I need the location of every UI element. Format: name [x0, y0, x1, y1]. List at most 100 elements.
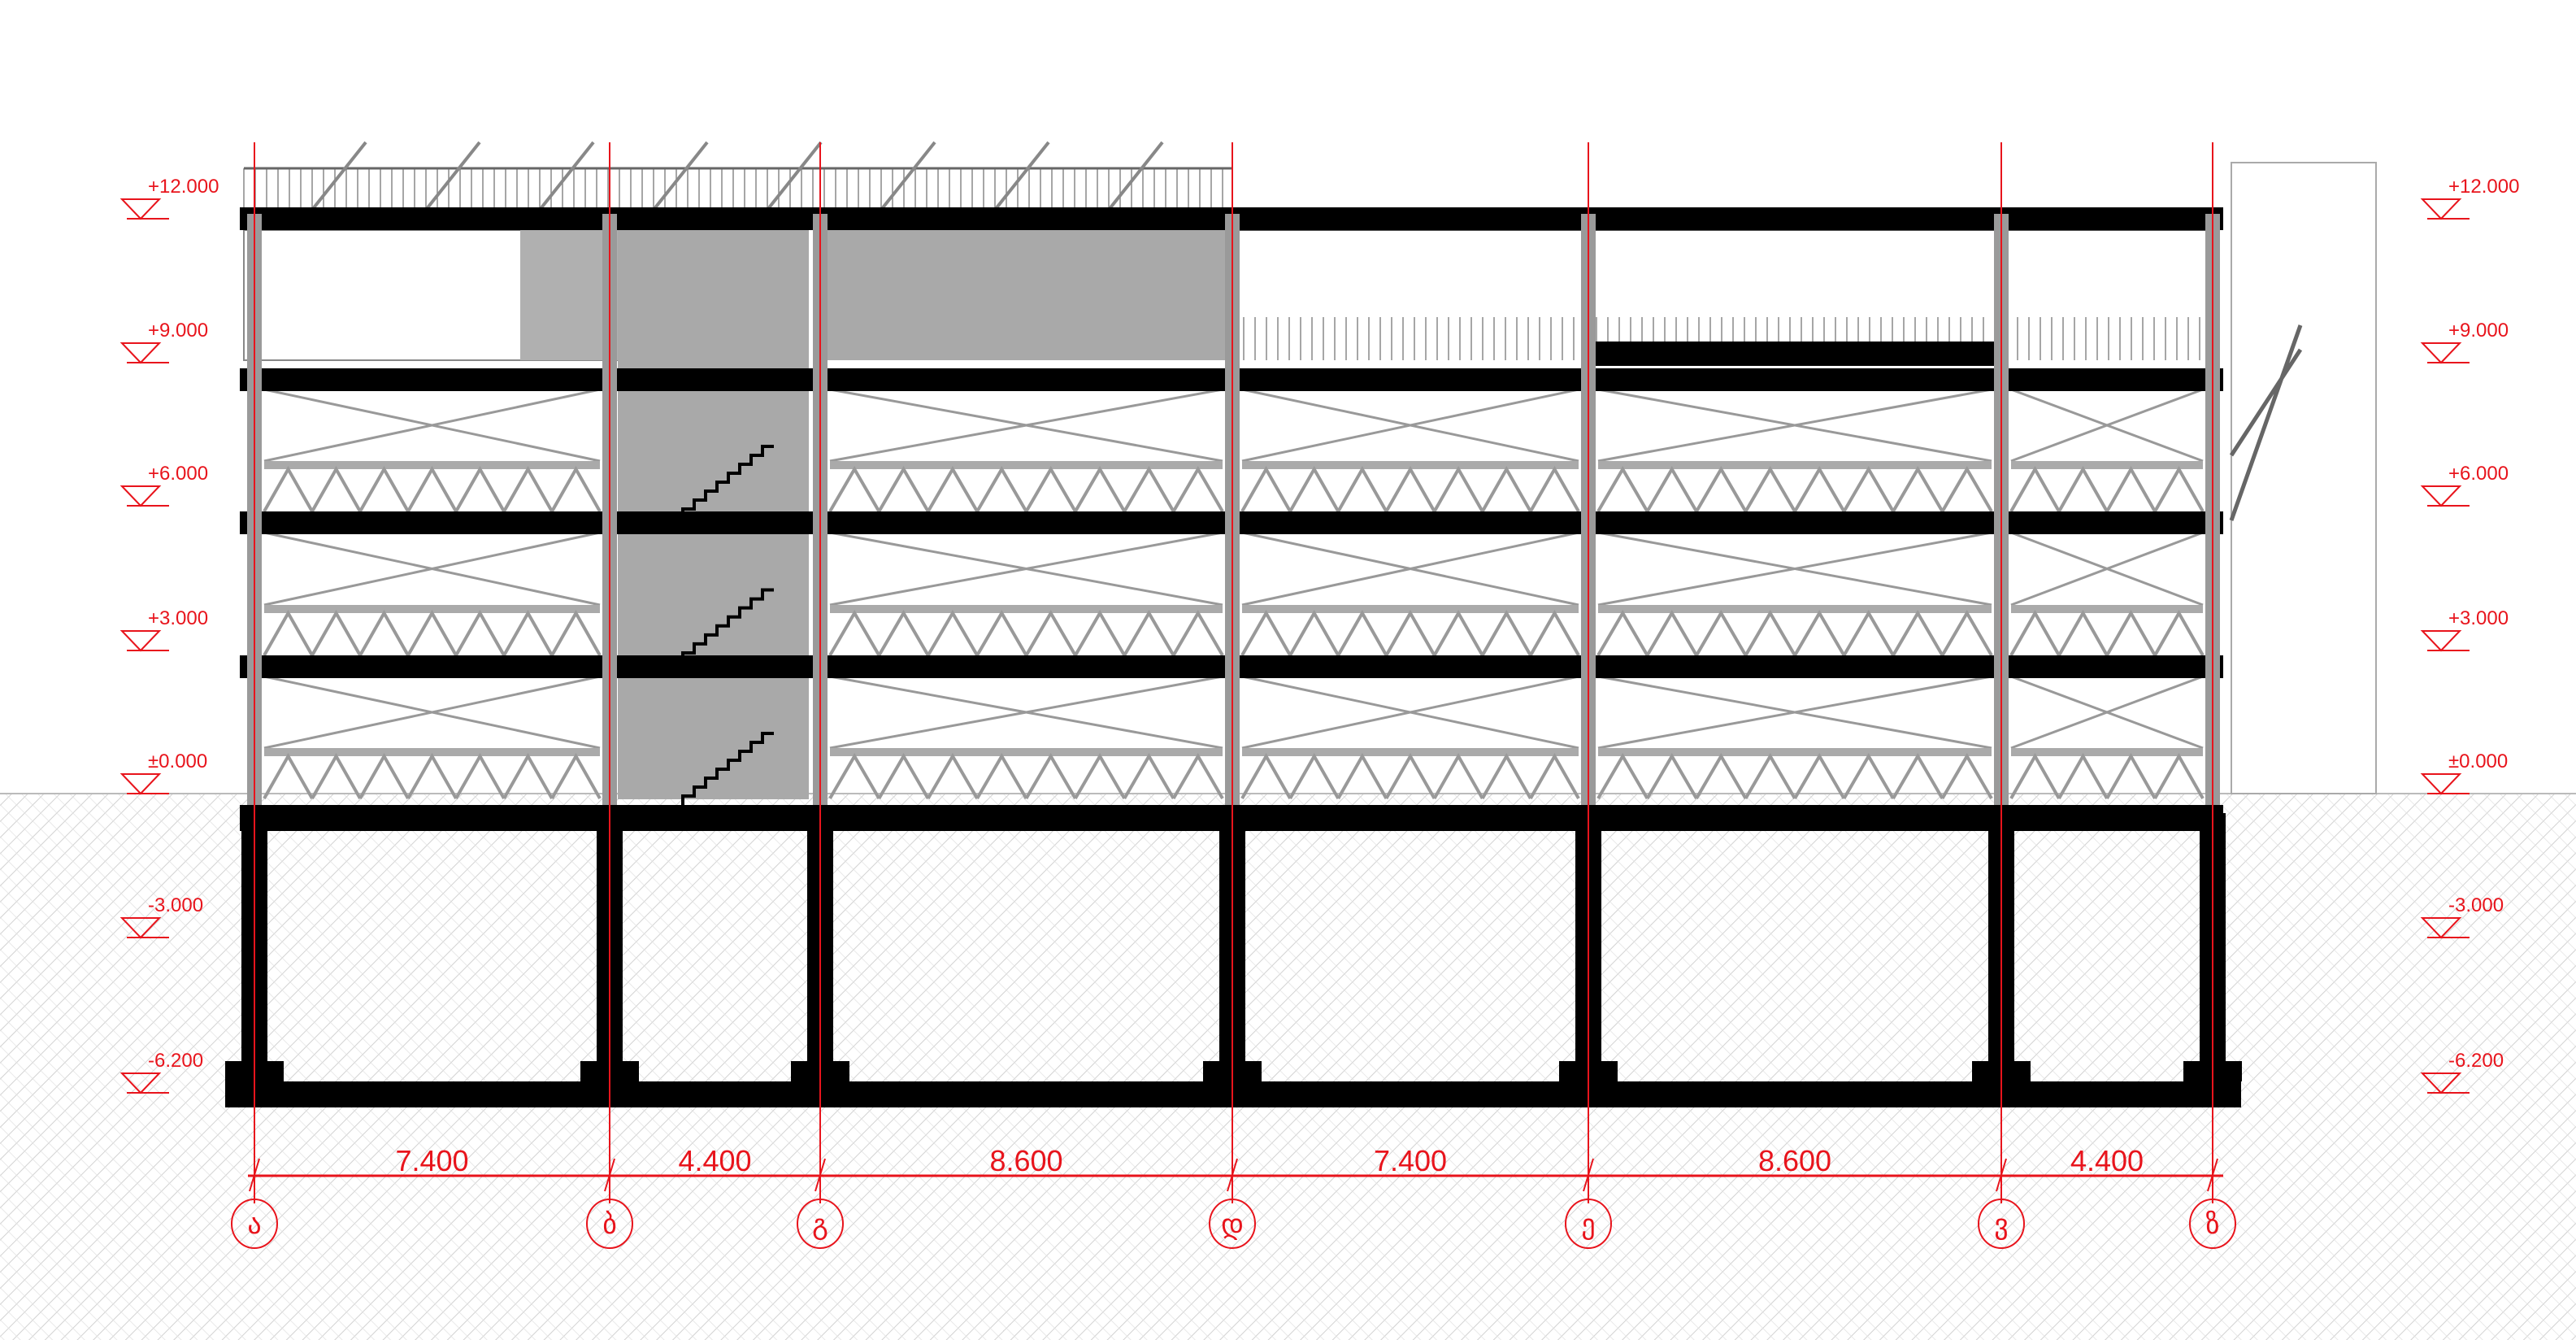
sunshade-strut: [1104, 141, 1164, 215]
truss-chord: [1242, 605, 1579, 613]
truss: [828, 753, 1224, 800]
level-label: +6.000: [148, 463, 208, 485]
truss: [828, 466, 1224, 513]
truss-chord: [830, 748, 1223, 756]
level-marker-icon: [2420, 198, 2470, 220]
sunshade-strut: [649, 141, 709, 215]
dimension-value: 7.400: [1374, 1144, 1447, 1177]
level-marker-icon: [2420, 917, 2470, 939]
brace: [1597, 531, 1992, 607]
brace: [829, 388, 1223, 463]
axis-bubble: [797, 1199, 844, 1249]
axis-label: გ: [812, 1208, 828, 1241]
level-label: +12.000: [2448, 176, 2519, 198]
brace: [2010, 531, 2204, 607]
level-marker-icon: [119, 485, 169, 507]
sunshade-strut: [421, 141, 481, 215]
brace: [1241, 531, 1579, 607]
level-marker-icon: [119, 630, 169, 652]
roof-terrace-slab: [1588, 342, 2001, 366]
brace: [263, 675, 601, 750]
level-label: +6.000: [2448, 463, 2509, 485]
level-label: -3.000: [148, 894, 203, 916]
truss: [828, 610, 1224, 657]
sunshade-strut: [535, 141, 595, 215]
truss: [2009, 752, 2205, 799]
level-marker-icon: [2420, 773, 2470, 795]
axis-label: ა: [247, 1208, 261, 1241]
truss: [263, 465, 602, 512]
level-marker-icon: [2420, 1072, 2470, 1094]
ground-hatch: [0, 793, 2576, 1340]
truss-chord: [2011, 605, 2203, 613]
level-label: -6.200: [148, 1050, 203, 1072]
truss-chord: [1598, 605, 1992, 613]
dimension-value: 8.600: [1758, 1144, 1831, 1177]
brace: [263, 388, 601, 463]
level-label: +3.000: [148, 607, 208, 629]
roof-wall: [520, 230, 618, 360]
truss: [263, 609, 602, 656]
level-marker-icon: [119, 342, 169, 364]
level-marker-icon: [2420, 342, 2470, 364]
truss: [2009, 465, 2205, 512]
level-label: ±0.000: [148, 750, 207, 772]
brace: [1597, 388, 1992, 463]
level-marker-icon: [119, 917, 169, 939]
truss-chord: [264, 605, 600, 613]
level-label: -3.000: [2448, 894, 2504, 916]
brace: [829, 675, 1223, 750]
stair-flight: [681, 732, 774, 805]
axis-bubble: [1565, 1199, 1612, 1249]
level-label: +9.000: [148, 320, 208, 342]
level-marker-icon: [119, 1072, 169, 1094]
truss-chord: [830, 605, 1223, 613]
truss: [1596, 610, 1993, 657]
truss-chord: [1598, 461, 1992, 469]
brace: [2010, 675, 2204, 750]
axis-label: ბ: [602, 1208, 617, 1241]
level-marker-icon: [2420, 630, 2470, 652]
brace: [2010, 388, 2204, 463]
level-marker-icon: [119, 198, 169, 220]
level-label: ±0.000: [2448, 750, 2508, 772]
level-marker-icon: [119, 773, 169, 795]
level-label: +9.000: [2448, 320, 2509, 342]
axis-label: ზ: [2205, 1208, 2219, 1241]
axis-label: ვ: [1994, 1208, 2008, 1241]
level-label: -6.200: [2448, 1050, 2504, 1072]
truss-chord: [1242, 748, 1579, 756]
brace: [1241, 388, 1579, 463]
truss-chord: [830, 461, 1223, 469]
dimension-value: 7.400: [395, 1144, 468, 1177]
dimension-value: 8.600: [989, 1144, 1062, 1177]
stair-core: [618, 214, 809, 799]
truss-chord: [264, 461, 600, 469]
dimension-value: 4.400: [678, 1144, 751, 1177]
truss-chord: [2011, 748, 2203, 756]
truss-chord: [1242, 461, 1579, 469]
brace: [1597, 675, 1992, 750]
truss: [1240, 752, 1580, 799]
roof-cafe-room: [820, 214, 1232, 360]
external-stair: [2229, 324, 2303, 521]
axis-bubble: [1209, 1199, 1256, 1249]
adjacent-building: [2231, 162, 2377, 794]
sunshade-strut: [876, 141, 936, 215]
truss-chord: [264, 748, 600, 756]
sunshade-strut: [990, 141, 1050, 215]
dimension-value: 4.400: [2070, 1144, 2144, 1177]
truss: [2009, 609, 2205, 656]
axis-bubble: [1978, 1199, 2025, 1249]
truss-chord: [1598, 748, 1992, 756]
axis-label: დ: [1221, 1208, 1244, 1241]
sunshade-strut: [307, 141, 367, 215]
axis-bubble: [231, 1199, 278, 1249]
level-label: +12.000: [148, 176, 219, 198]
truss: [1596, 753, 1993, 800]
truss: [1596, 466, 1993, 513]
truss-chord: [2011, 461, 2203, 469]
axis-bubble: [2189, 1199, 2236, 1249]
